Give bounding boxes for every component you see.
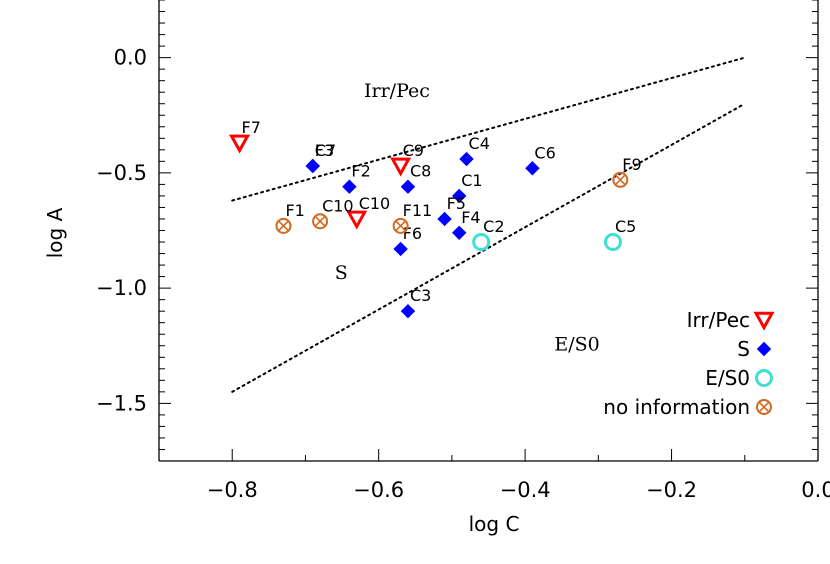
point-marker (400, 303, 416, 319)
point-label: C8 (410, 162, 431, 181)
point-label: C5 (615, 217, 636, 236)
point-label: F4 (461, 208, 480, 227)
point-marker (342, 179, 357, 194)
x-tick-label: 0.0 (801, 478, 830, 502)
axis-ticks: −0.8 −0.6 −0.4 −0.2 0.0 0.0 −0.5 −1.0 −1.5 (96, 0, 830, 502)
boundary-lines (231, 56, 746, 393)
marker-cross (278, 220, 289, 231)
region-label: S (335, 262, 348, 284)
legend-label: Irr/Pec (687, 308, 750, 332)
point-marker (390, 157, 412, 177)
marker-cross (759, 402, 769, 412)
point-label: C4 (469, 134, 490, 153)
point-marker (228, 134, 251, 154)
point-marker (305, 158, 320, 174)
point-label: F7 (242, 118, 261, 137)
legend-label: S (737, 337, 750, 361)
point-label: C3 (410, 286, 431, 305)
marker-ring (275, 217, 292, 234)
point-marker (452, 225, 467, 241)
x-tick-label: −0.6 (353, 478, 404, 502)
point-label: C1 (461, 171, 482, 190)
marker-ring (392, 217, 409, 234)
marker-ring (612, 171, 629, 188)
point-marker (392, 217, 409, 234)
point-label: C10 (359, 194, 391, 213)
marker-cross (615, 174, 626, 185)
point-label: C7 (315, 141, 336, 160)
point-label: C10 (322, 196, 354, 215)
boundary-line (231, 56, 746, 202)
y-tick-label: −0.5 (96, 161, 147, 185)
point-marker (755, 369, 773, 387)
point-marker (312, 213, 329, 230)
point-marker (612, 171, 629, 188)
point-label: F11 (403, 201, 433, 220)
x-tick-label: −0.8 (207, 478, 258, 502)
point-marker (437, 211, 452, 227)
point-label: C2 (483, 217, 504, 236)
region-label: Irr/Pec (364, 80, 430, 102)
point-marker (472, 233, 491, 252)
point-label: F3 (315, 141, 334, 160)
region-label: E/S0 (554, 333, 599, 355)
x-tick-label: −0.2 (646, 478, 697, 502)
point-label: F5 (447, 194, 466, 213)
point-label: F9 (622, 155, 641, 174)
marker-ring (756, 399, 772, 415)
y-tick-label: −1.0 (96, 276, 147, 300)
point-marker (393, 241, 408, 257)
point-label: F1 (285, 201, 304, 220)
point-label: C6 (534, 143, 555, 162)
x-tick-label: −0.4 (500, 478, 551, 502)
y-tick-label: 0.0 (114, 46, 147, 70)
marker-cross (315, 216, 325, 227)
point-marker (756, 341, 772, 357)
boundary-line (231, 102, 746, 393)
marker-ring (312, 213, 329, 230)
point-label: F2 (351, 162, 370, 181)
point-marker (459, 151, 474, 167)
point-marker (346, 210, 368, 230)
point-marker (756, 399, 772, 415)
point-label: C9 (403, 141, 424, 160)
point-marker (525, 161, 540, 176)
x-axis-title: log C (469, 512, 520, 536)
marker-cross (395, 220, 406, 231)
legend-label: no information (603, 395, 750, 419)
y-tick-label: −1.5 (96, 391, 147, 415)
point-marker (452, 188, 467, 204)
y-axis-title: log A (43, 207, 67, 258)
point-marker (275, 217, 292, 234)
legend-label: E/S0 (705, 366, 750, 390)
point-marker (400, 179, 416, 194)
point-marker (753, 311, 775, 331)
point-marker (603, 233, 622, 252)
point-label: F6 (403, 224, 422, 243)
